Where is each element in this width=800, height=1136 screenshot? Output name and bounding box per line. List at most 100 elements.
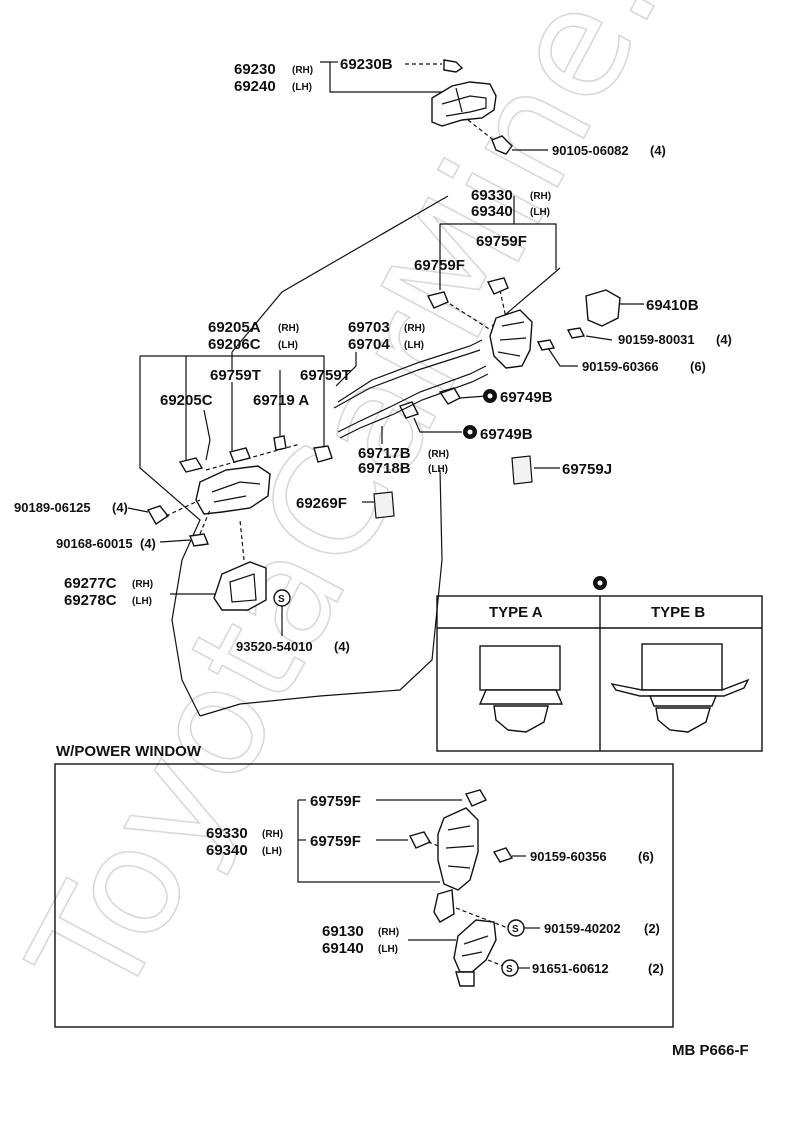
type-b-header: TYPE B bbox=[651, 604, 705, 621]
clip-69759f-b-icon bbox=[486, 277, 509, 295]
label-93520-qty: (4) bbox=[334, 639, 350, 654]
power-window-title: W/POWER WINDOW bbox=[56, 743, 202, 760]
pw-clip-69759f-a-icon bbox=[464, 789, 488, 807]
label-69205a: 69205A bbox=[208, 319, 261, 336]
label-90168: 90168-60015 bbox=[56, 536, 133, 551]
type-a-header: TYPE A bbox=[489, 604, 543, 621]
label-pw-69330-side: (RH) bbox=[262, 829, 283, 840]
label-69278c-side: (LH) bbox=[132, 596, 152, 607]
label-90159-60366: 90159-60366 bbox=[582, 359, 659, 374]
label-90189-qty: (4) bbox=[112, 500, 128, 515]
labels: 69230 (RH) 69240 (LH) 69230B 90105-06082… bbox=[14, 56, 749, 1059]
rods-group bbox=[333, 339, 489, 444]
label-69206c-side: (LH) bbox=[278, 340, 298, 351]
label-69410b: 69410B bbox=[646, 297, 699, 314]
striker-69410b-icon bbox=[585, 289, 621, 327]
bushing-69749b-b-icon bbox=[399, 401, 419, 419]
label-pw-69340-side: (LH) bbox=[262, 846, 282, 857]
label-69330-top: 69330 bbox=[471, 187, 513, 204]
label-69703: 69703 bbox=[348, 319, 390, 336]
label-69330-top-side: (RH) bbox=[530, 191, 551, 202]
clip-69719a-icon bbox=[273, 435, 287, 451]
type-b-body-icon bbox=[641, 643, 723, 691]
label-69240: 69240 bbox=[234, 78, 276, 95]
bellcrank-69205c-icon bbox=[178, 457, 204, 473]
s-mark: S bbox=[278, 594, 285, 605]
label-pw-69330: 69330 bbox=[206, 825, 248, 842]
label-69206c: 69206C bbox=[208, 336, 261, 353]
label-69717b: 69717B bbox=[358, 445, 411, 462]
label-pw-90159-60356: 90159-60356 bbox=[530, 849, 607, 864]
pw-door-lock-icon bbox=[437, 807, 479, 891]
label-pw-90159-40202-qty: (2) bbox=[644, 921, 660, 936]
label-90105: 90105-06082 bbox=[552, 143, 629, 158]
label-pw-69759f-b: 69759F bbox=[310, 833, 361, 850]
screw-90189-icon bbox=[146, 505, 170, 525]
label-69759t-b: 69759T bbox=[300, 367, 351, 384]
label-69704: 69704 bbox=[348, 336, 390, 353]
outside-handle-group bbox=[320, 59, 548, 155]
label-90168-qty: (4) bbox=[140, 536, 156, 551]
screw-90168-icon bbox=[189, 533, 209, 547]
screw-90159-80031-icon bbox=[566, 327, 586, 339]
label-69717b-side: (RH) bbox=[428, 449, 449, 460]
label-69230-side: (RH) bbox=[292, 65, 313, 76]
power-window-box: S S bbox=[54, 763, 674, 1028]
clip-69759t-b-icon bbox=[313, 445, 333, 463]
label-69340-top-side: (LH) bbox=[530, 207, 550, 218]
clip-69759t-a-icon bbox=[229, 447, 251, 463]
label-69704-side: (LH) bbox=[404, 340, 424, 351]
label-pw-90159-60356-qty: (6) bbox=[638, 849, 654, 864]
label-pw-69140: 69140 bbox=[322, 940, 364, 957]
label-pw-69340: 69340 bbox=[206, 842, 248, 859]
pw-actuator-icon bbox=[453, 919, 497, 973]
label-90189: 90189-06125 bbox=[14, 500, 91, 515]
label-pw-69130: 69130 bbox=[322, 923, 364, 940]
label-69230b: 69230B bbox=[340, 56, 393, 73]
label-69718b: 69718B bbox=[358, 460, 411, 477]
label-90159-60366-qty: (6) bbox=[690, 359, 706, 374]
label-69749b-a: 69749B bbox=[500, 389, 553, 406]
label-pw-91651: 91651-60612 bbox=[532, 961, 609, 976]
footer-code: MB P666-F bbox=[672, 1042, 749, 1059]
label-90159-80031-qty: (4) bbox=[716, 332, 732, 347]
label-69277c-side: (RH) bbox=[132, 579, 153, 590]
type-a-body-icon bbox=[479, 645, 561, 691]
pin-69230b-icon bbox=[443, 59, 464, 73]
label-93520: 93520-54010 bbox=[236, 639, 313, 654]
pw-clip-69759f-b-icon bbox=[408, 831, 432, 849]
label-69703-side: (RH) bbox=[404, 323, 425, 334]
label-pw-69759f-a: 69759F bbox=[310, 793, 361, 810]
label-90159-80031: 90159-80031 bbox=[618, 332, 695, 347]
outside-handle-icon bbox=[431, 81, 497, 127]
label-90105-qty: (4) bbox=[650, 143, 666, 158]
label-69278c: 69278C bbox=[64, 592, 117, 609]
label-69230: 69230 bbox=[234, 61, 276, 78]
pw-screw-90159-60356-icon bbox=[492, 847, 514, 863]
label-69340-top: 69340 bbox=[471, 203, 513, 220]
pw-link-icon bbox=[433, 889, 455, 923]
label-69759f-b: 69759F bbox=[414, 257, 465, 274]
label-69719a: 69719 A bbox=[253, 392, 309, 409]
label-pw-91651-qty: (2) bbox=[648, 961, 664, 976]
cover-69269f-icon bbox=[373, 491, 395, 519]
screw-90105-icon bbox=[491, 135, 513, 155]
label-pw-69130-side: (RH) bbox=[378, 927, 399, 938]
lock-assembly-group bbox=[399, 196, 644, 485]
clip-69759f-a-icon bbox=[426, 291, 449, 309]
type-box bbox=[436, 576, 763, 752]
label-69269f: 69269F bbox=[296, 495, 347, 512]
label-pw-90159-40202: 90159-40202 bbox=[544, 921, 621, 936]
label-69759t-a: 69759T bbox=[210, 367, 261, 384]
label-69759j: 69759J bbox=[562, 461, 612, 478]
pw-s-mark-a: S bbox=[512, 924, 519, 935]
label-pw-69140-side: (LH) bbox=[378, 944, 398, 955]
label-69749b-b: 69749B bbox=[480, 426, 533, 443]
screw-90159-60366-icon bbox=[536, 339, 556, 351]
label-69718b-side: (LH) bbox=[428, 464, 448, 475]
label-69240-side: (LH) bbox=[292, 82, 312, 93]
label-69205a-side: (RH) bbox=[278, 323, 299, 334]
label-69277c: 69277C bbox=[64, 575, 117, 592]
